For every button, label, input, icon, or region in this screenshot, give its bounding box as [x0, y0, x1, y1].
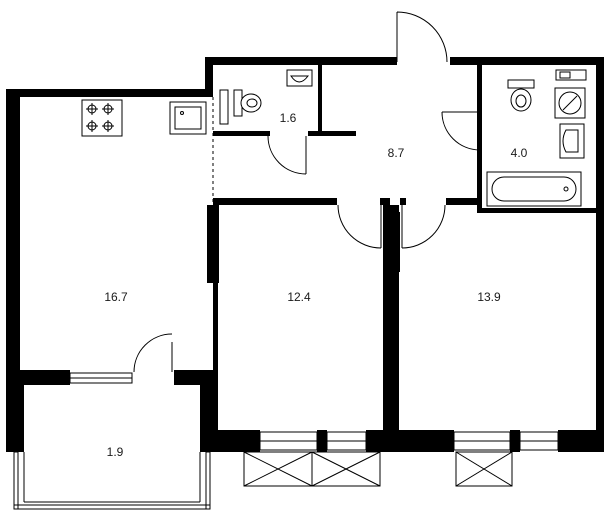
room-area-bedroom1: 12.4 — [287, 290, 311, 304]
washing-machine-icon — [554, 87, 586, 119]
windows — [69, 89, 559, 451]
room-area-kitchen-living: 16.7 — [104, 290, 128, 304]
shelf-icon — [555, 69, 587, 81]
stove-icon — [81, 99, 123, 137]
bathtub-icon — [486, 171, 582, 207]
balcony — [13, 451, 211, 510]
exterior-boxes — [243, 451, 513, 487]
bath-toilet-icon — [507, 79, 535, 112]
wc-sink-icon — [286, 69, 313, 87]
room-area-balcony: 1.9 — [106, 445, 124, 459]
room-area-hall: 8.7 — [387, 146, 405, 160]
toilet-icon — [233, 89, 262, 117]
bath-sink-icon — [559, 123, 585, 159]
room-area-wc: 1.6 — [279, 111, 297, 125]
room-area-bath: 4.0 — [510, 146, 528, 160]
walls — [6, 57, 604, 452]
room-area-bedroom2: 13.9 — [477, 290, 501, 304]
doors — [133, 11, 481, 373]
kitchen-sink-icon — [169, 101, 207, 135]
